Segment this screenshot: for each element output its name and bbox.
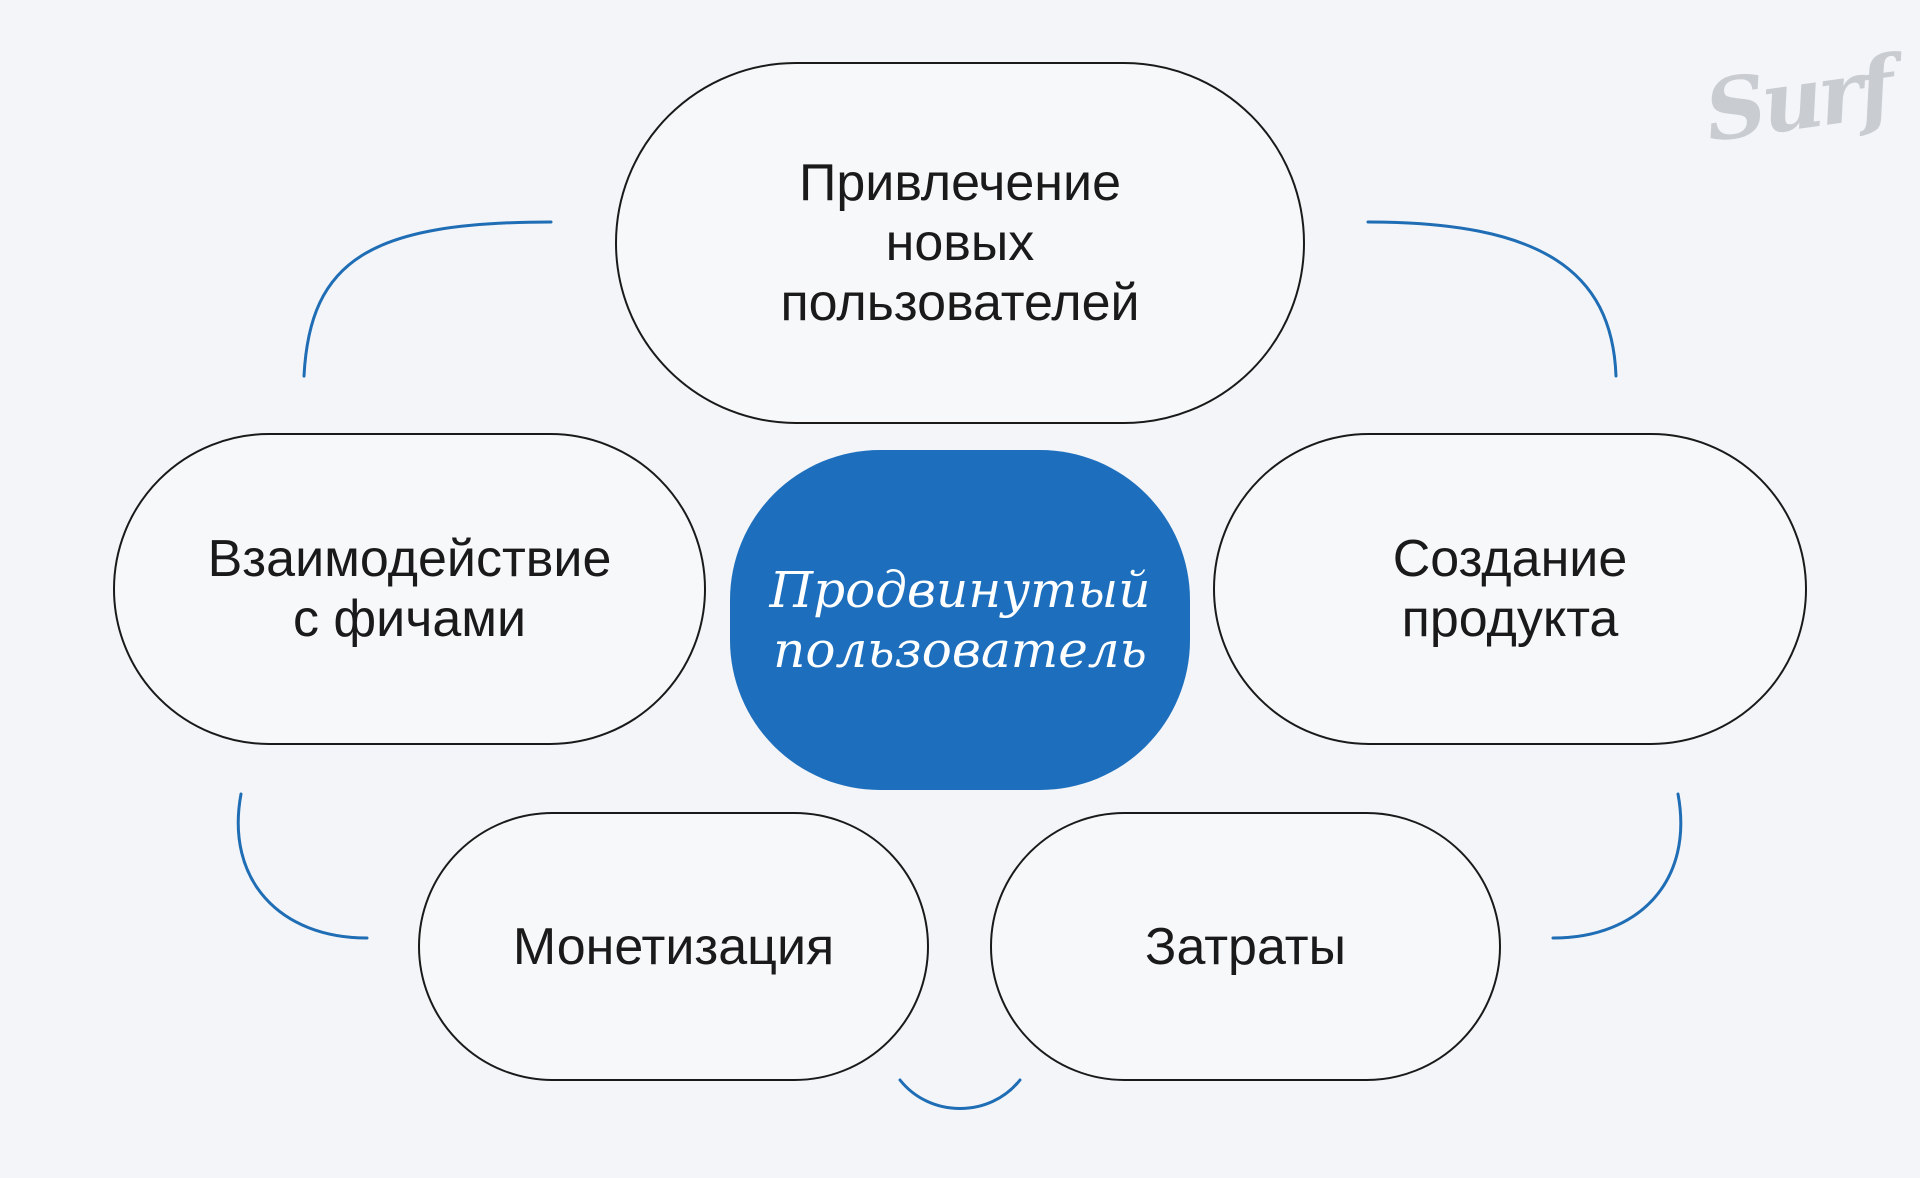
connector-bottom xyxy=(898,1078,1022,1110)
node-feature-interaction-line-2: с фичами xyxy=(292,590,527,648)
node-costs: Затраты xyxy=(990,812,1501,1081)
connector-top-left xyxy=(302,220,553,378)
node-monetization-line-1: Монетизация xyxy=(512,917,835,976)
node-feature-interaction: Взаимодействие с фичами xyxy=(113,433,706,745)
node-attraction-line-3: пользователей xyxy=(780,274,1140,332)
node-feature-interaction-line-1: Взаимодействие xyxy=(207,530,612,588)
node-monetization: Монетизация xyxy=(418,812,929,1081)
node-product-creation: Создание продукта xyxy=(1213,433,1807,745)
node-advanced-user: Продвинутый пользователь xyxy=(730,450,1190,790)
node-product-creation-line-1: Создание xyxy=(1392,530,1628,588)
node-product-creation-line-2: продукта xyxy=(1401,590,1619,648)
node-advanced-user-line-2: пользователь xyxy=(773,621,1147,679)
connector-top-right xyxy=(1366,220,1618,378)
node-costs-line-1: Затраты xyxy=(1145,917,1346,976)
node-attraction-line-1: Привлечение xyxy=(798,154,1121,212)
connector-right-bottom xyxy=(1551,792,1683,940)
connector-left-bottom xyxy=(236,792,369,940)
node-advanced-user-line-1: Продвинутый xyxy=(769,561,1151,619)
node-attraction: Привлечение новых пользователей xyxy=(615,62,1305,424)
surf-logo: Surf xyxy=(1698,37,1898,162)
node-attraction-line-2: новых xyxy=(885,214,1035,272)
